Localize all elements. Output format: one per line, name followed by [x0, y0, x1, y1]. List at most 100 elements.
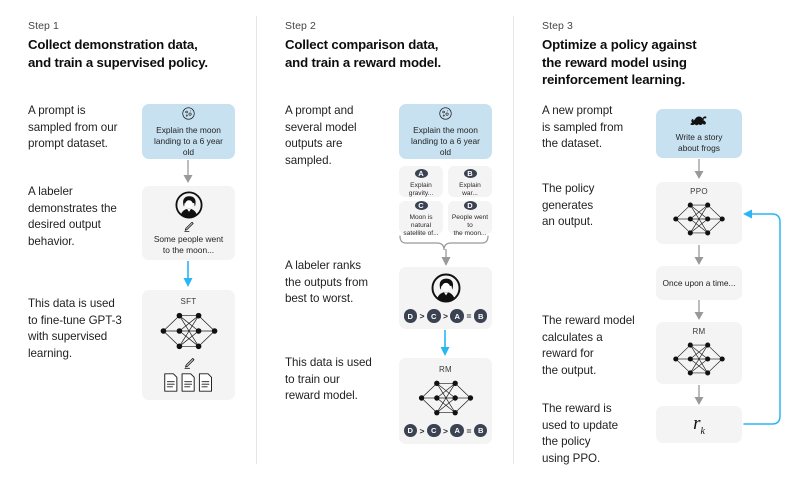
step-3-prompt-box: Write a story about frogs	[656, 109, 742, 158]
option-badge-d: D	[463, 200, 477, 210]
step-1-label: Step 1	[28, 20, 59, 32]
step-3-arrow-2	[694, 245, 704, 265]
step-1-title-line2: and train a supervised policy.	[28, 54, 208, 70]
pencil-icon	[182, 356, 196, 370]
step-2-paragraph-2: A labeler ranks the outputs from best to…	[285, 259, 368, 305]
frog-icon	[689, 114, 709, 128]
step-2-arrow-blue	[440, 330, 450, 356]
rm-rank-op-3: =	[466, 425, 472, 436]
step-3-title-line2: the reward model using	[542, 54, 687, 70]
step-3-rm-caption: RM	[692, 326, 706, 336]
rank-badge-4: B	[473, 309, 488, 323]
step-3-reward-box: rk	[656, 406, 742, 443]
step-3-title: Optimize a policy against the reward mode…	[542, 36, 697, 89]
option-text-d: People went to the moon...	[451, 213, 489, 237]
step-1-prompt-box: Explain the moon landing to a 6 year old	[142, 104, 235, 159]
rm-rank-badge-4: B	[473, 423, 488, 438]
step-2-title-line2: and train a reward model.	[285, 54, 442, 70]
step-2-label: Step 2	[285, 20, 316, 32]
step-2-rm-box: RM D > C > A = B	[399, 358, 492, 444]
rm-rank-op-2: >	[443, 425, 448, 436]
rank-badge-3: A	[450, 309, 464, 323]
rank-op-1: >	[419, 311, 425, 321]
step-3-arrow-3	[694, 300, 704, 320]
step-3-prompt-text: Write a story about frogs	[675, 131, 723, 153]
step-1-paragraph-1: A prompt is sampled from our prompt data…	[28, 104, 118, 150]
step-3-ppo-box: PPO	[656, 182, 742, 244]
step-2-column: Step 2 Collect comparison data, and train…	[257, 0, 513, 479]
step-1-title: Collect demonstration data, and train a s…	[28, 36, 208, 71]
option-card-b: B Explain war...	[448, 166, 492, 197]
step-3-arrow-1	[694, 159, 704, 179]
step-3-paragraph-4: The reward is used to update the policy …	[542, 402, 619, 465]
neural-network-icon	[415, 376, 477, 420]
rank-op-3: =	[466, 311, 472, 321]
step-3-ppo-caption: PPO	[690, 186, 708, 196]
option-badge-b: B	[463, 168, 477, 178]
moon-icon	[181, 106, 196, 121]
step-2-prompt-text: Explain the moon landing to a 6 year old	[411, 124, 480, 157]
step-1-arrow-1	[183, 160, 193, 183]
step-1-column: Step 1 Collect demonstration data, and tr…	[0, 0, 256, 479]
step-1-labeler-box: Some people went to the moon...	[142, 186, 235, 260]
step-1-paragraph-3: This data is used to fine-tune GPT-3 wit…	[28, 297, 122, 360]
option-card-a: A Explain gravity...	[399, 166, 443, 197]
rm-rank-op-1: >	[419, 425, 425, 436]
rm-rank-badge-3: A	[450, 423, 464, 438]
option-text-b: Explain war...	[459, 181, 481, 197]
step-3-title-line1: Optimize a policy against	[542, 37, 697, 52]
step-2-title: Collect comparison data, and train a rewa…	[285, 36, 441, 71]
step-3-arrow-4	[694, 385, 704, 405]
step-3-output-text: Once upon a time...	[662, 277, 736, 288]
neural-network-icon	[670, 198, 728, 240]
step-3-column: Step 3 Optimize a policy against the rewa…	[514, 0, 788, 479]
step-3-label: Step 3	[542, 20, 573, 32]
option-text-c: Moon is natural satellite of...	[403, 213, 439, 237]
step-1-paragraph-2: A labeler demonstrates the desired outpu…	[28, 185, 117, 248]
option-badge-a: A	[414, 168, 428, 178]
step-3-paragraph-1: A new prompt is sampled from the dataset…	[542, 104, 624, 150]
step-2-ranking-box: D > C > A = B	[399, 267, 492, 329]
reward-symbol: rk	[693, 413, 705, 437]
step-1-labeler-text: Some people went to the moon...	[153, 233, 224, 255]
option-card-c: C Moon is natural satellite of...	[399, 200, 443, 237]
step-1-sft-box: SFT	[142, 290, 235, 400]
step-2-rm-caption: RM	[438, 364, 453, 374]
reward-symbol-letter: r	[693, 412, 701, 434]
neural-network-icon	[157, 308, 221, 354]
reward-symbol-subscript: k	[700, 425, 705, 437]
labeler-avatar-icon	[175, 191, 203, 219]
step-1-prompt-text: Explain the moon landing to a 6 year old	[154, 124, 223, 157]
option-card-d: D People went to the moon...	[448, 200, 492, 237]
rm-rank-badge-2: C	[427, 423, 441, 438]
rank-op-2: >	[443, 311, 448, 321]
step-2-merge-brace	[399, 235, 489, 266]
rank-badge-1: D	[403, 309, 418, 323]
step-2-rm-ranking-row: D > C > A = B	[403, 423, 488, 438]
option-text-a: Explain gravity...	[408, 181, 434, 197]
step-1-title-line1: Collect demonstration data,	[28, 37, 198, 52]
rank-badge-2: C	[427, 309, 441, 323]
moon-icon	[438, 106, 453, 121]
step-1-sft-caption: SFT	[180, 297, 197, 306]
step-3-title-line3: reinforcement learning.	[542, 72, 686, 87]
ppo-feedback-loop-arrow	[743, 209, 781, 425]
step-3-paragraph-2: The policy generates an output.	[542, 182, 595, 228]
option-badge-c: C	[414, 200, 428, 210]
neural-network-icon	[670, 338, 728, 380]
column-divider-2	[513, 16, 514, 464]
step-2-prompt-box: Explain the moon landing to a 6 year old	[399, 104, 492, 159]
step-3-paragraph-3: The reward model calculates a reward for…	[542, 314, 635, 377]
column-divider-1	[256, 16, 257, 464]
step-3-output-box: Once upon a time...	[656, 266, 742, 300]
pencil-icon	[182, 220, 195, 233]
documents-icon	[163, 372, 215, 393]
step-1-arrow-2	[183, 261, 193, 287]
step-2-title-line1: Collect comparison data,	[285, 37, 439, 52]
rm-rank-badge-1: D	[403, 423, 418, 438]
step-2-paragraph-3: This data is used to train our reward mo…	[285, 356, 372, 402]
step-2-paragraph-1: A prompt and several model outputs are s…	[285, 104, 357, 167]
labeler-avatar-icon	[431, 273, 461, 303]
step-2-ranking-row: D > C > A = B	[403, 309, 488, 323]
